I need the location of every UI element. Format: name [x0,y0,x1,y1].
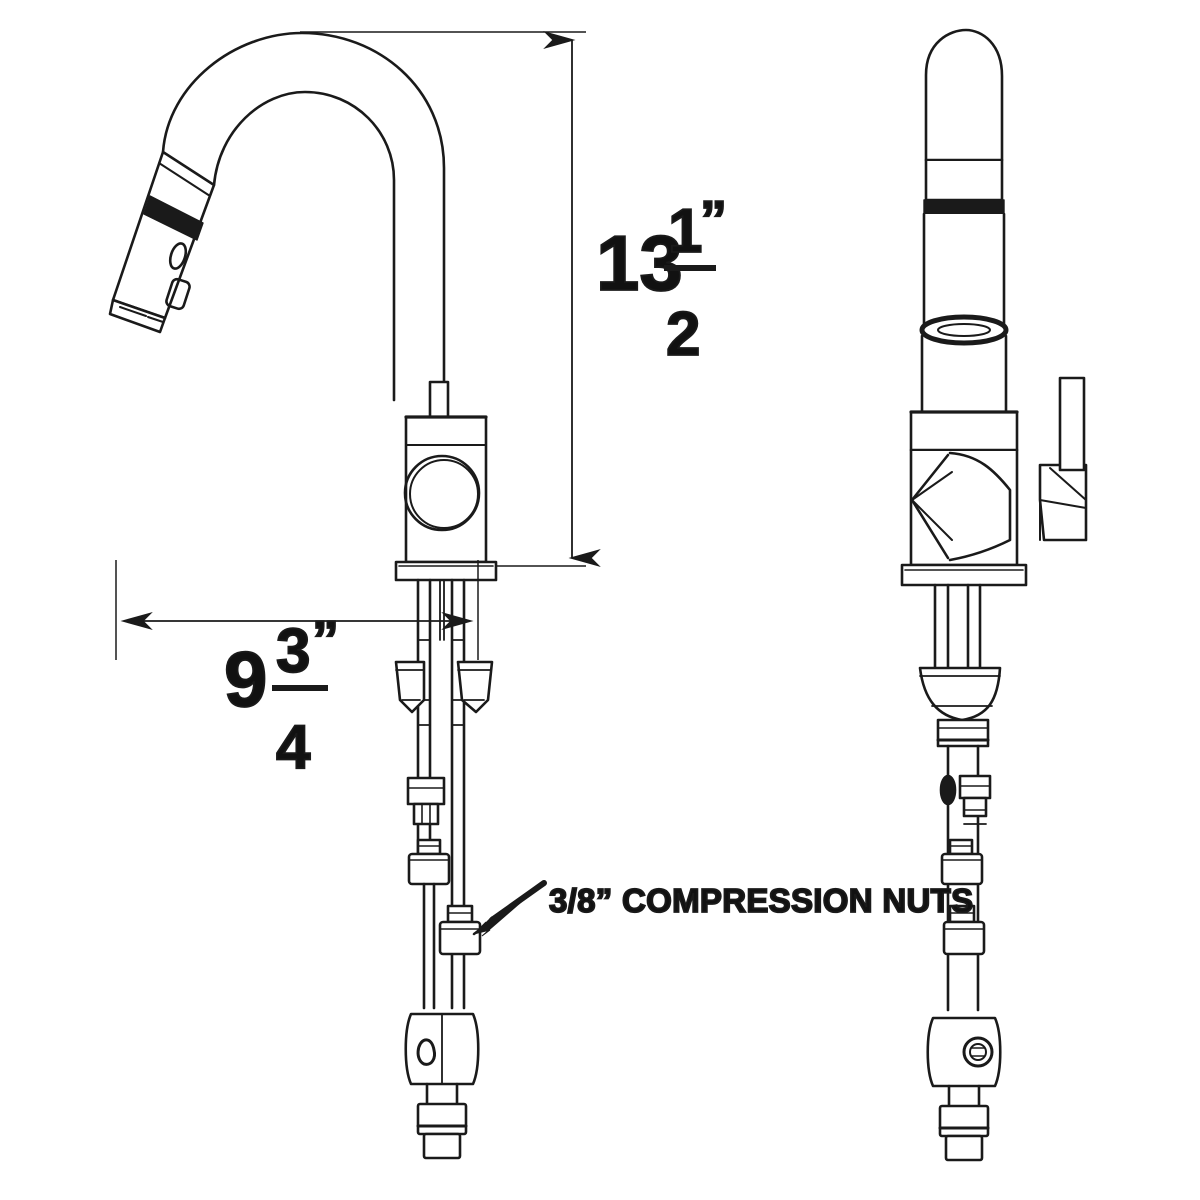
handle-lever-side [1058,376,1086,472]
compression-nuts-leader [472,880,547,937]
height-denominator: 2 [666,300,700,369]
hose-weight-side [926,1016,1002,1088]
reach-dimension-label: 9 3 ” 4 [223,609,340,783]
sprayer-head [108,150,216,334]
reach-dimension [115,560,479,660]
compression-nut-1 [407,838,451,886]
height-dimension-label: 13 1 ” 2 [595,189,728,370]
hose-end [422,1132,462,1160]
spray-mode-button-2 [165,277,191,311]
height-unit: ” [700,190,727,250]
reach-whole: 9 [224,635,267,723]
reach-unit: ” [312,610,339,670]
faucet-body-side [900,376,1088,587]
handle-boss-inner [409,459,479,529]
mounting-nut [936,718,990,748]
faucet-body [394,380,498,582]
valve-button-side [939,774,957,806]
spout-column-side [920,334,1008,414]
handle-boss-outer [403,454,481,532]
spout-arc [161,31,446,402]
compression-nut-2 [438,904,482,956]
reach-numerator: 3 [276,617,310,686]
compression-nuts-label: 3/8” COMPRESSION NUTS [549,882,973,919]
height-dimension [300,31,601,567]
spray-mode-button-1 [168,242,188,270]
supply-assembly-side [918,583,1002,1162]
hose-weight [404,1012,480,1086]
compression-nut-side-2 [942,904,986,956]
sprayer-head-side [919,28,1009,346]
valve-fitting [406,776,446,826]
reach-denominator: 4 [276,713,311,782]
spray-face [919,314,1009,346]
height-numerator: 1 [668,197,702,266]
compression-nut-side-1 [940,838,984,886]
height-whole: 13 [596,219,683,307]
supply-assembly-front [394,578,494,1160]
